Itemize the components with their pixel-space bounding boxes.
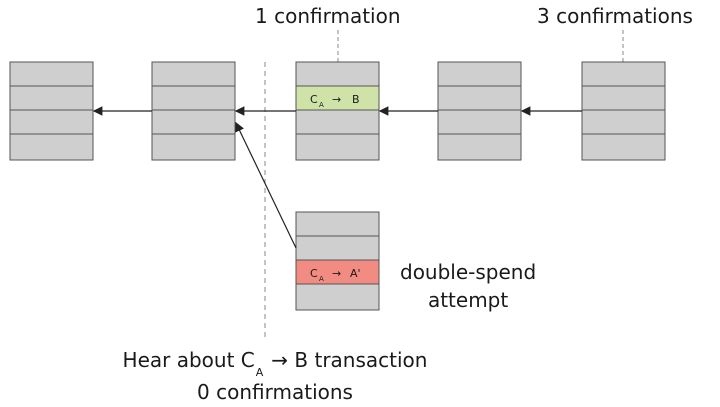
label-one-confirmation: 1 confirmation: [255, 4, 401, 28]
tx-a-prime-from-sub: A: [319, 275, 324, 283]
block-5: [581, 61, 666, 161]
tx-b-arrow: →: [332, 93, 341, 106]
label-hear-sub: A: [255, 366, 264, 379]
label-hear-line1: Hear about CA → B transaction: [95, 346, 455, 379]
tx-b-to: B: [352, 93, 360, 106]
tx-a-prime-from: C: [310, 267, 318, 280]
tx-a-prime-arrow: →: [332, 267, 341, 280]
fork-block: C A → A': [295, 211, 380, 311]
label-three-confirmations: 3 confirmations: [537, 4, 693, 28]
tx-b-from: C: [310, 93, 318, 106]
block-3: C A → B: [295, 61, 380, 161]
label-hear-suffix: → B transaction: [271, 348, 428, 372]
block-1: [9, 61, 94, 161]
block-4: [437, 61, 522, 161]
label-hear-about: Hear about CA → B transaction 0 confirmat…: [95, 346, 455, 406]
label-double-spend-line1: double-spend: [400, 260, 537, 284]
label-zero-confirmations: 0 confirmations: [197, 380, 353, 404]
block-2: [151, 61, 236, 161]
label-hear-prefix: Hear about C: [122, 348, 255, 372]
arrow-fork-to-block2: [235, 121, 297, 249]
label-double-spend: double-spend attempt: [400, 258, 536, 314]
tx-a-prime-to: A': [350, 267, 361, 280]
label-double-spend-line2: attempt: [427, 288, 509, 312]
tx-b-from-sub: A: [319, 101, 324, 109]
tx-a-prime-cell: [295, 259, 380, 285]
